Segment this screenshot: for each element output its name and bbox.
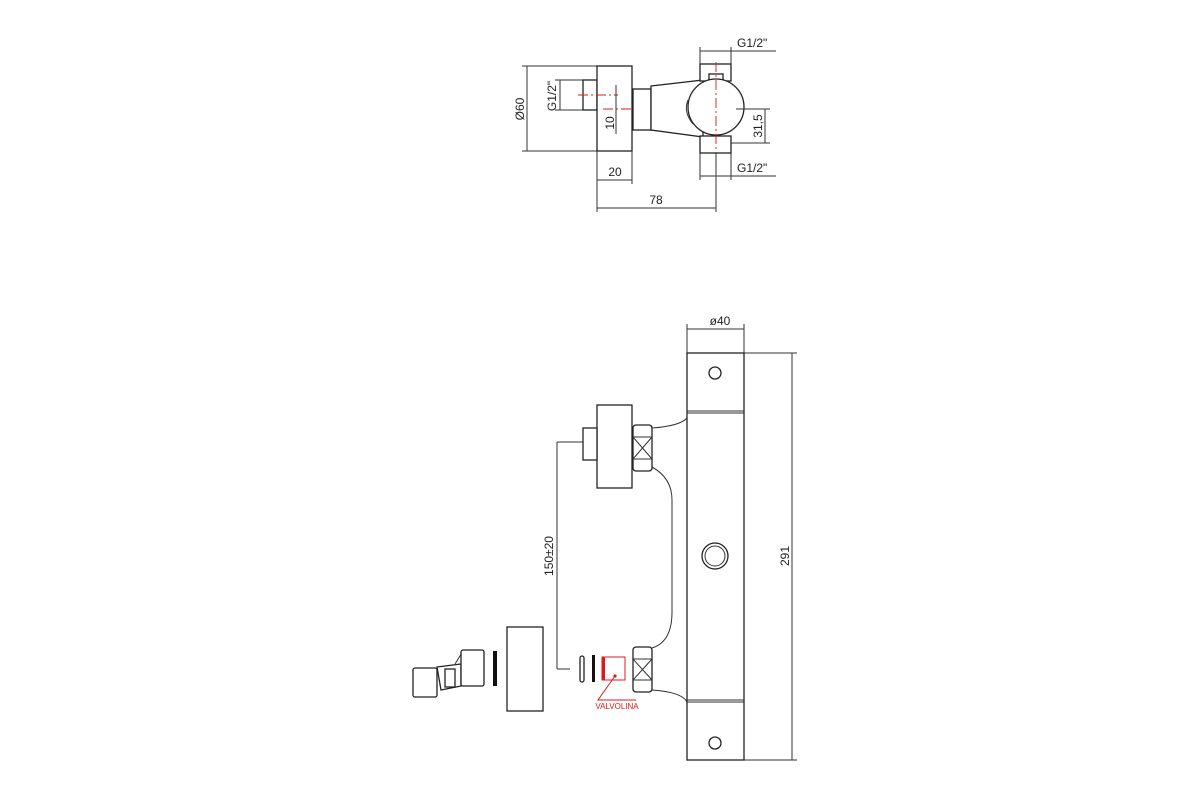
dim-label-body-diameter: ø40 — [710, 314, 731, 328]
front-view: ø40 291 — [412, 314, 797, 761]
nipple — [632, 88, 652, 131]
dim-label-outlet-top-thread: G1/2" — [737, 36, 767, 50]
eccentric-fitting — [412, 649, 485, 698]
outlet-port-inner — [704, 545, 726, 567]
o-ring — [579, 655, 585, 683]
dim-inlet-spacing: 150±20 — [542, 441, 583, 670]
dim-body-length: 291 — [744, 352, 797, 761]
valve-label: VALVOLINA — [595, 702, 639, 711]
dim-body-diameter: ø40 — [686, 314, 745, 353]
upper-wall-flange — [596, 404, 633, 489]
dim-label-flange-depth: 20 — [608, 165, 622, 179]
dim-label-body-length: 291 — [778, 546, 792, 566]
dim-offset-10: 10 — [603, 85, 617, 134]
dim-label-outlet-bottom-thread: G1/2" — [737, 161, 767, 175]
dim-outlet-top-thread: G1/2" — [699, 36, 776, 64]
valve-leader-line — [597, 675, 636, 701]
seal-washer — [493, 651, 497, 686]
cover-rosette — [506, 626, 544, 712]
dim-inlet-thread: G1/2" — [545, 79, 583, 111]
dim-label-total-depth: 78 — [649, 193, 663, 207]
upper-hex-nut — [632, 424, 653, 472]
dim-label-inlet-thread: G1/2" — [545, 81, 559, 111]
dim-outlet-bottom-thread: G1/2" — [699, 153, 776, 180]
lower-hex-nut — [632, 646, 653, 693]
top-screw-hole — [708, 366, 722, 380]
upper-inlet-pipe — [582, 427, 598, 461]
dim-label-diameter-60: Ø60 — [513, 97, 527, 120]
dim-outlet-offset: 31,5 — [731, 108, 770, 144]
check-valve: VALVOLINA — [595, 656, 639, 711]
outlet-port — [701, 542, 729, 570]
dim-flange-depth: 20 — [596, 151, 633, 212]
connector-arm — [651, 417, 688, 703]
dim-label-offset-10: 10 — [603, 116, 617, 130]
outlet-bottom-fitting — [699, 135, 732, 154]
handle-edge — [685, 99, 694, 125]
dim-label-inlet-spacing: 150±20 — [542, 536, 556, 576]
dim-total-depth: 78 — [597, 153, 717, 212]
wall-flange — [596, 65, 633, 152]
dim-label-outlet-offset: 31,5 — [751, 114, 765, 138]
gasket — [592, 655, 595, 682]
dim-diameter-60: Ø60 — [513, 65, 597, 152]
bottom-screw-hole — [708, 736, 722, 750]
top-view: Ø60 G1/2" 10 G1/2" — [513, 36, 776, 212]
